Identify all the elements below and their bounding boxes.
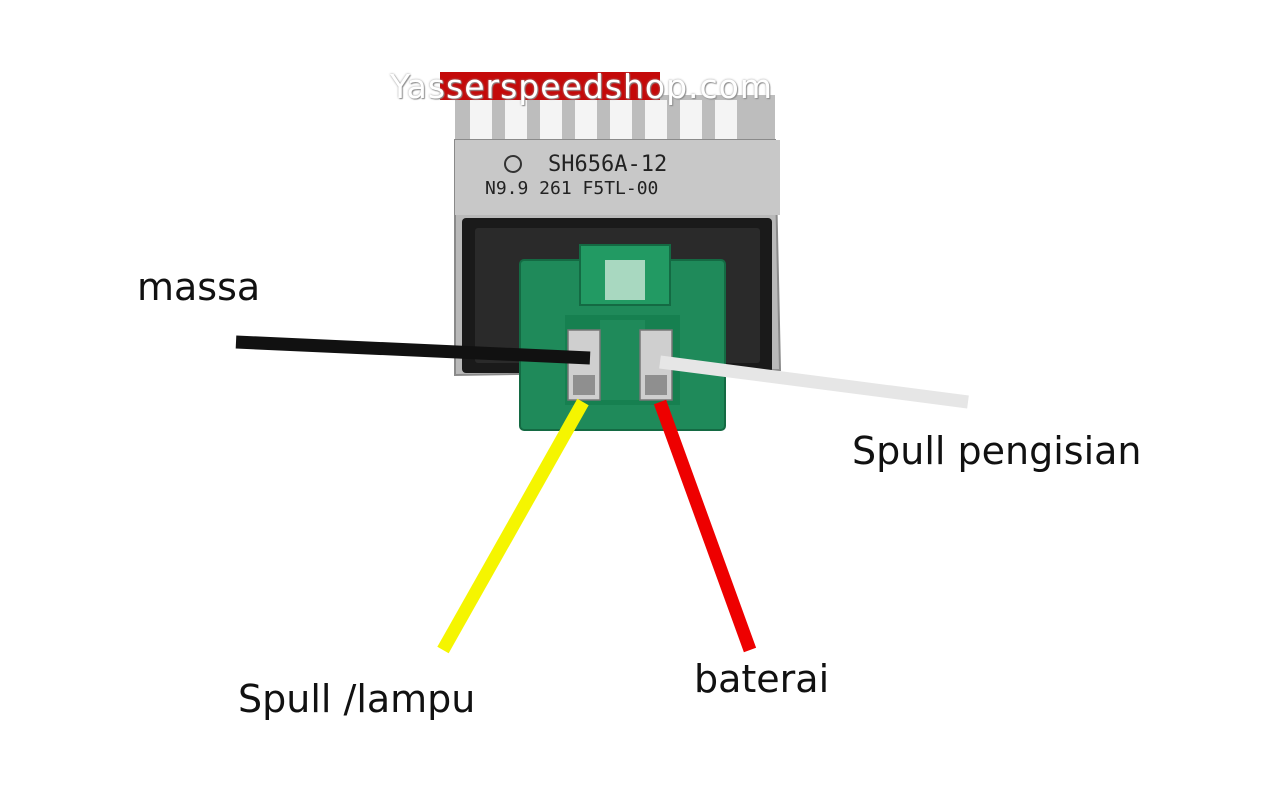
label-spull-lampu: Spull /lampu — [238, 677, 476, 721]
heatsink — [440, 72, 775, 155]
wire-spull-pengisian — [659, 355, 969, 409]
model-line1: SH656A-12 — [548, 152, 667, 177]
wire-massa — [235, 335, 591, 365]
wire-spull-lampu — [437, 398, 589, 654]
wire-baterai — [653, 399, 757, 653]
label-massa: massa — [137, 265, 261, 309]
watermark: Yasserspeedshop.com — [390, 67, 773, 106]
green-connector — [519, 244, 726, 431]
label-spull-pengisian: Spull pengisian — [852, 429, 1142, 473]
model-line2: N9.9 261 F5TL-00 — [485, 178, 658, 199]
label-baterai: baterai — [694, 657, 830, 701]
